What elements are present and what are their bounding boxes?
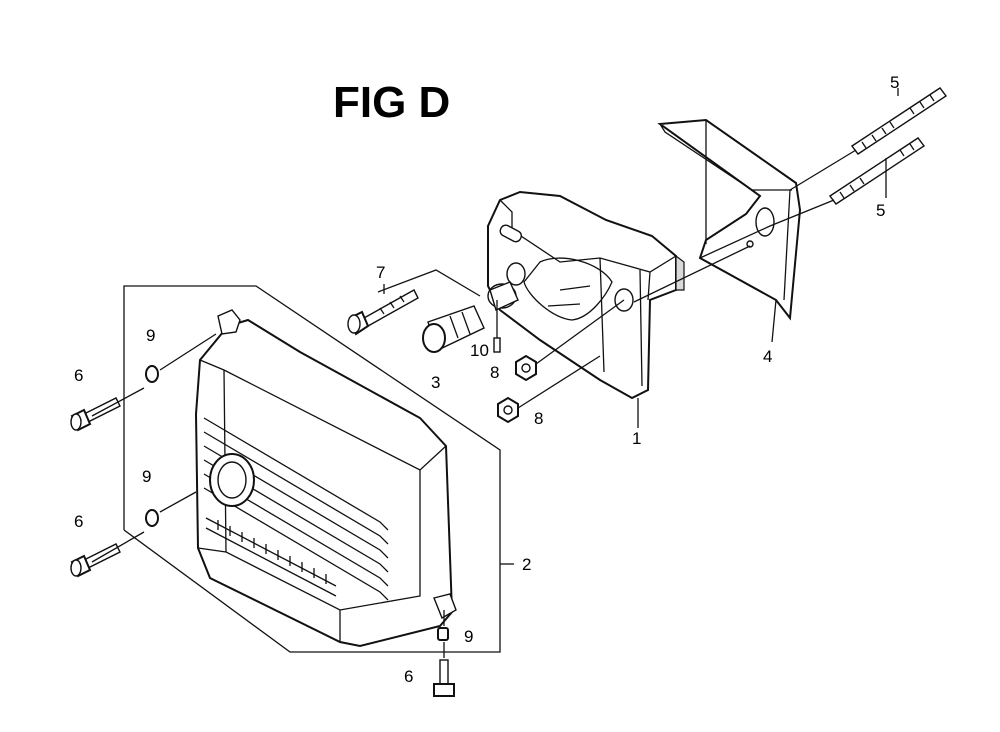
stud-bolt-upper xyxy=(850,87,948,155)
collar-part-9-lower xyxy=(437,627,449,641)
stud-bolt-lower xyxy=(828,137,926,205)
bolt-part-7 xyxy=(347,289,419,336)
callout-6-middle: 6 xyxy=(74,512,83,531)
callout-9-lower: 9 xyxy=(464,627,473,646)
muffler-protector-part-2 xyxy=(194,309,457,648)
assembly-guide-lines xyxy=(91,88,899,658)
collar-part-9-upper xyxy=(145,365,159,383)
callout-6-upper: 6 xyxy=(74,366,83,385)
spark-arrester-part-3 xyxy=(422,305,485,353)
nut-part-8-lower xyxy=(497,396,519,424)
callout-9-middle: 9 xyxy=(142,467,151,486)
callout-3: 3 xyxy=(431,373,440,392)
collar-part-9-middle xyxy=(145,509,159,527)
callout-7: 7 xyxy=(376,263,385,282)
callout-8-upper: 8 xyxy=(490,363,499,382)
callout-5-lower: 5 xyxy=(876,201,885,220)
figure-title: FIG D xyxy=(333,78,450,127)
callout-8-lower: 8 xyxy=(534,409,543,428)
callout-1: 1 xyxy=(632,429,641,448)
callout-4: 4 xyxy=(763,347,772,366)
callout-2: 2 xyxy=(522,555,531,574)
screw-part-10 xyxy=(493,316,501,353)
bolt-part-6-lower xyxy=(433,659,455,697)
callout-10: 10 xyxy=(470,341,489,360)
callout-5-upper: 5 xyxy=(890,73,899,92)
callout-9-upper: 9 xyxy=(146,326,155,345)
nut-part-8-upper xyxy=(515,354,537,382)
callout-6-lower: 6 xyxy=(404,667,413,686)
callout-labels: 1 2 3 4 5 5 6 6 6 7 8 8 9 9 9 10 xyxy=(74,73,899,686)
